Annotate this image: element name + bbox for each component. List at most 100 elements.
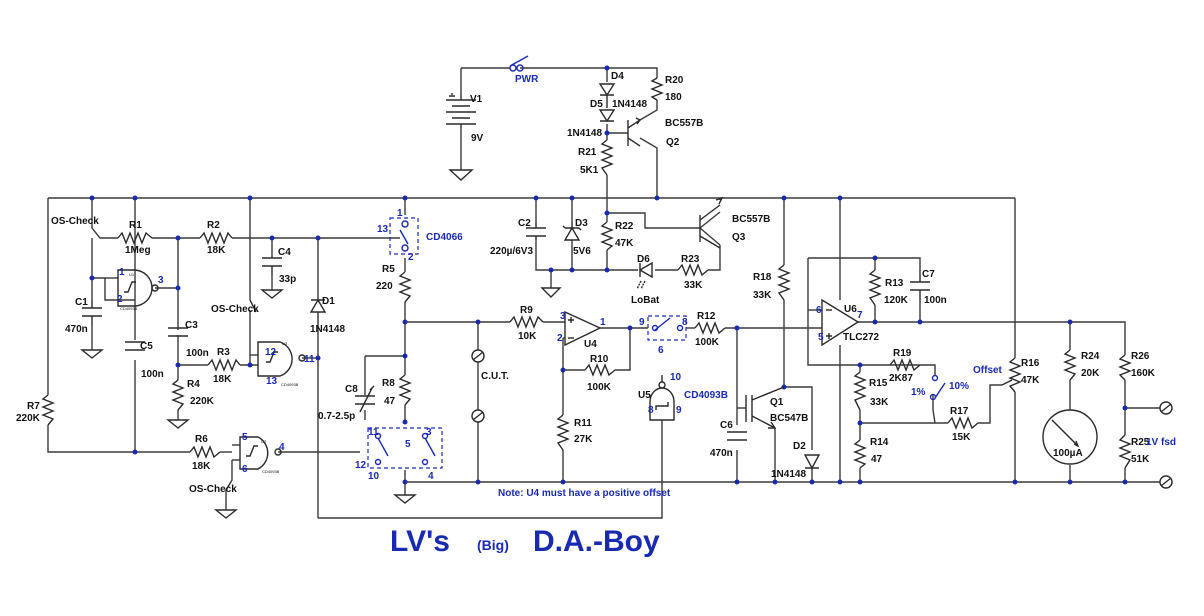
label-r25-ref: R25: [1131, 437, 1150, 448]
label-meter: 100µA: [1053, 448, 1083, 459]
resistor-r10: [584, 363, 616, 377]
label-c1-val: 470n: [65, 324, 88, 335]
wires: [47, 67, 1160, 519]
nand-gate-u2: [214, 436, 282, 519]
resistor-r3: [207, 358, 241, 372]
opamp-u6: [821, 298, 860, 347]
ground-c2: [540, 287, 562, 298]
u3-pin13: 13: [266, 376, 278, 387]
sw2-pin4: 4: [428, 471, 434, 482]
output-terminals: [1159, 401, 1173, 489]
label-r20-val: 180: [665, 92, 682, 103]
label-r18-val: 33K: [753, 290, 772, 301]
label-u4: U4: [584, 339, 597, 350]
sw1-pin2: 2: [408, 252, 414, 263]
resistor-r13: [868, 269, 882, 306]
transistor-q1: [745, 386, 785, 429]
u5-pin10: 10: [670, 372, 682, 383]
u2-chip: CD4093B: [262, 469, 280, 474]
resistor-r21: [600, 139, 614, 176]
title-part3: D.A.-Boy: [533, 525, 660, 558]
label-r25-val: 51K: [1131, 454, 1150, 465]
label-d1-val: 1N4148: [310, 324, 345, 335]
label-r12-ref: R12: [697, 311, 716, 322]
label-d4-val: 1N4148: [612, 99, 647, 110]
label-u5-val: CD4093B: [684, 390, 728, 401]
capacitor-c4: [260, 255, 284, 299]
capacitor-c6: [727, 431, 747, 441]
label-r6-val: 18K: [192, 461, 211, 472]
label-r26-ref: R26: [1131, 351, 1150, 362]
label-r22-val: 47K: [615, 238, 634, 249]
capacitor-c5: [125, 341, 145, 351]
resistor-r5: [398, 271, 412, 303]
label-u5-ref: U5: [638, 390, 651, 401]
label-r23-val: 33K: [684, 280, 703, 291]
label-c8-ref: C8: [345, 384, 358, 395]
opamp-u4: [564, 310, 602, 347]
label-r5-ref: R5: [382, 264, 395, 275]
label-r4-ref: R4: [187, 379, 200, 390]
capacitor-c1: [80, 300, 104, 359]
u5-pin9: 9: [676, 405, 682, 416]
label-d5-ref: D5: [590, 99, 603, 110]
label-r3-val: 18K: [213, 374, 232, 385]
sw2-pin11: 11: [368, 427, 379, 438]
sw1-pin13: 13: [377, 224, 389, 235]
label-u6-val: TLC272: [843, 332, 880, 343]
label-d6-ref: D6: [637, 254, 650, 265]
diode-d4: [598, 83, 616, 108]
label-d3-val: 5V6: [573, 246, 591, 257]
label-d2-ref: D2: [793, 441, 806, 452]
label-c2-val: 220µ/6V3: [490, 246, 533, 257]
label-v1-val: 9V: [471, 133, 484, 144]
label-r5-val: 220: [376, 281, 393, 292]
sw2-pin3: 3: [426, 427, 432, 438]
label-c6-ref: C6: [720, 420, 733, 431]
label-q1-ref: Q1: [770, 397, 784, 408]
resistor-r4: [166, 379, 190, 429]
resistor-r15: [853, 371, 867, 411]
label-c8-val: 0.7-2.5p: [318, 411, 355, 422]
label-r19-ref: R19: [893, 348, 912, 359]
u1-pin2: 2: [117, 294, 123, 305]
sw1-pin1: 1: [397, 208, 403, 219]
capacitor-c7: [910, 270, 930, 300]
resistor-r19: [889, 358, 921, 372]
label-r4-val: 220K: [190, 396, 215, 407]
resistor-r7: [41, 394, 55, 426]
u1-chip: CD4093B: [120, 306, 138, 311]
resistor-r9: [509, 315, 544, 329]
labels: PWR V1 9V D4 D5 1N4148 1N4148 R20 180 BC…: [16, 71, 1176, 499]
label-r19-val: 2K87: [889, 373, 913, 384]
resistor-r22: [600, 221, 614, 251]
diode-d2: [803, 454, 821, 470]
u3-ref: U3: [282, 341, 288, 346]
transistor-q2: [627, 117, 642, 147]
label-q3-ref: Q3: [732, 232, 746, 243]
diode-d5: [598, 109, 616, 123]
label-c4-ref: C4: [278, 247, 291, 258]
sw3-pin6: 6: [658, 345, 664, 356]
resistor-r8: [398, 374, 412, 406]
label-sw-1pct: 1%: [911, 387, 926, 398]
label-r8-val: 47: [384, 396, 396, 407]
label-v1-ref: V1: [470, 94, 483, 105]
meter-100ua: [1042, 409, 1098, 465]
label-r7-ref: R7: [27, 401, 40, 412]
label-r8-ref: R8: [382, 378, 395, 389]
title: LV's (Big) D.A.-Boy: [390, 525, 660, 558]
cut-terminals: [471, 349, 485, 423]
label-r2-val: 18K: [207, 245, 226, 256]
label-c7-val: 100n: [924, 295, 947, 306]
label-c3-ref: C3: [185, 320, 198, 331]
resistor-r20: [650, 77, 664, 101]
label-r12-val: 100K: [695, 337, 720, 348]
title-part1: LV's: [390, 525, 450, 558]
label-r16-ref: R16: [1021, 358, 1040, 369]
label-sw-10pct: 10%: [949, 381, 969, 392]
u5-pin8: 8: [648, 405, 654, 416]
label-r21-val: 5K1: [580, 165, 599, 176]
label-r20-ref: R20: [665, 75, 684, 86]
